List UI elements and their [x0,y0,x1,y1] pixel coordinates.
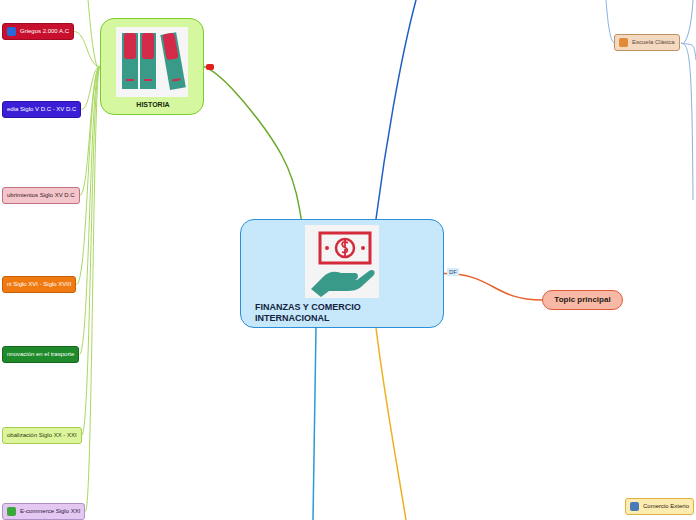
branch-connector [74,32,100,67]
node-text: E-commerce Siglo XXI [20,508,80,515]
node-text: Comercio Exterio [643,503,689,510]
book [160,32,185,90]
node-text: nnovación en el trasporte [7,351,74,358]
item-icon [619,38,628,47]
node-text: Escuela Clásica [632,39,675,46]
node-text: edia Siglo V D.C - XV D.C [7,106,76,113]
book-mark [144,79,152,81]
subtopic-box: Griegos 2.000 A.C [2,23,74,40]
node-text: obalización Siglo XX - XXI [7,432,77,439]
branch-connector [444,274,542,301]
subtopic-box: nnovación en el trasporte [2,346,79,363]
book-mark [172,78,180,81]
book [160,32,185,90]
subtopic-box: ni Siglo XVI - Siglo XVIII [2,276,76,293]
item-icon [630,502,639,511]
coin [336,239,354,257]
branch-line [88,0,97,67]
icon-ground [116,27,188,97]
central-topic: FINANZAS Y COMERCIO INTERNACIONAL [240,219,444,328]
node-text: Topic principal [554,295,610,305]
branch-connector [204,67,301,220]
subtopic-box: obalización Siglo XX - XXI [2,427,82,444]
node-text: ubrimientos Siglo XV D.C [7,192,75,199]
bill [320,233,370,263]
hand [311,270,375,297]
dot [361,246,365,250]
branch-line [376,328,406,520]
topic-box: Topic principal [542,290,623,310]
dollar-sign [342,239,348,257]
money-icon [305,225,379,298]
dot [325,246,329,250]
item-icon [7,507,16,516]
node-text: ni Siglo XVI - Siglo XVIII [7,281,71,288]
branch-connector [85,67,100,512]
branch-line [376,0,416,219]
book-mark [126,79,134,81]
branch-line [681,43,693,200]
book-band [124,33,136,59]
node-text: FINANZAS Y COMERCIO INTERNACIONAL [255,302,395,324]
subtopic-box: ubrimientos Siglo XV D.C [2,187,80,204]
book [140,33,156,89]
icon-ground [305,225,379,298]
subtopic-box: Comercio Exterio [625,498,694,515]
history-topic: HISTORIA [100,18,204,115]
subtopic-box: edia Siglo V D.C - XV D.C [2,101,81,118]
books-icon [116,27,188,97]
book-band [162,33,178,61]
branch-line [313,328,316,520]
badge-label: DF [447,268,459,276]
subtopic-box: E-commerce Siglo XXI [2,503,85,520]
node-text: HISTORIA [101,101,205,109]
branch-line [684,0,693,43]
node-text: Griegos 2.000 A.C [20,28,69,35]
book-band [142,33,154,59]
branch-line [606,0,614,43]
collapse-marker [206,64,214,70]
branch-line [681,43,696,60]
subtopic-box: Escuela Clásica [614,34,680,51]
book [122,33,138,89]
item-icon [7,27,16,36]
